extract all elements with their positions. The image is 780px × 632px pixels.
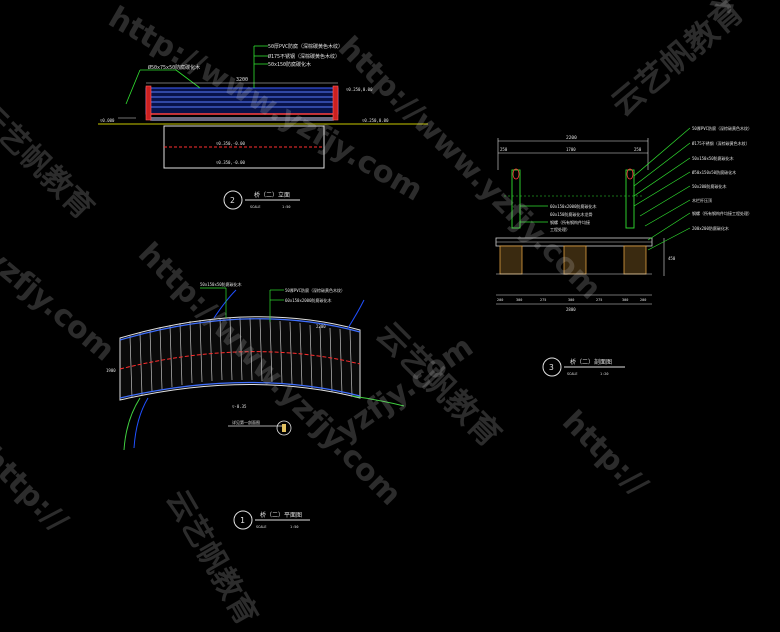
sect-dim-b7: 200 [640,298,646,302]
plan-view [119,287,405,530]
elev-dim-top: 3200 [236,77,248,83]
sect-note-r6: 木栏杆压顶 [692,197,712,203]
sect-note-r4: Ø50x150x50防腐碳化木 [692,169,736,175]
elev-number: 2 [230,196,235,205]
sect-dim-bottom-total: 2800 [566,307,576,312]
sect-number: 3 [549,363,554,372]
sect-note-m3: 钢螺（所有钢构件均接 [550,219,590,225]
sect-note-r1: 50厚PVC防腐（深棕碳黄色木纹） [692,125,752,131]
elev-level-a: ▽0.250,0.00 [362,118,389,123]
sect-title: 桥（二）剖面图 [570,358,612,366]
elev-note-2: Ø175不锈钢（深棕碳黄色木纹） [268,53,340,60]
elev-level-b: ▽0.350,-0.00 [216,141,245,146]
elev-note-4: Ø50x75x50防腐碳化木 [148,64,200,71]
text-layer: 50厚PVC防腐（深棕碳黄色木纹） Ø175不锈钢（深棕碳黄色木纹） 50x15… [100,43,752,529]
elev-title: 桥（二）立面 [254,191,290,199]
section-view [495,127,691,377]
plan-dim-width: 2200 [316,324,326,329]
elev-note-1: 50厚PVC防腐（深棕碳黄色木纹） [268,43,343,50]
plan-number: 1 [240,516,245,525]
sect-scale-left: SCALE [567,372,578,376]
sect-dim-right: 450 [668,256,676,261]
sect-dim-b3: 275 [540,298,546,302]
sect-note-r5: 50x200防腐碳化木 [692,183,726,189]
elevation-view [98,45,428,210]
sect-dim-part-3: 250 [634,147,642,152]
cad-drawing: 50厚PVC防腐（深棕碳黄色木纹） Ø175不锈钢（深棕碳黄色木纹） 50x15… [98,43,752,530]
sect-note-r8: 200x200防腐碳化木 [692,225,729,231]
elev-note-3: 50x150防腐碳化木 [268,61,311,68]
sect-note-m1: 60x150x2000防腐碳化木 [550,203,597,209]
elev-level-c: ▽0.350,-0.00 [216,160,245,165]
plan-title: 桥（二）平面图 [260,511,302,519]
sect-dim-b5: 275 [596,298,602,302]
plan-note-2: 50厚PVC防腐（深棕碳黄色木纹） [285,287,345,293]
elev-scale-right: 1:50 [282,205,290,209]
plan-scale-right: 1:50 [290,525,298,529]
sect-dim-part-1: 250 [500,147,508,152]
sect-dim-total: 2200 [566,135,577,141]
elev-level-right: ▽0.250,0.00 [346,87,373,92]
sect-scale-right: 1:20 [600,372,608,376]
elev-scale-left: SCALE [250,205,261,209]
sect-note-r2: Ø175不锈钢（深棕碳黄色木纹） [692,140,750,146]
plan-detail-label: 详见第一剖面图 [232,419,260,425]
plan-scale-left: SCALE [256,525,267,529]
plan-dim-side: 1900 [106,368,116,373]
plan-note-3: 60x150x2000防腐碳化木 [285,297,332,303]
sect-dim-b6: 300 [622,298,628,302]
sect-note-r7: 钢螺（所有钢构件均接工程处理） [692,210,752,216]
sect-dim-b2: 300 [516,298,522,302]
plan-level: ▽-0.35 [232,404,247,409]
plan-note-1: 50x150x50防腐碳化木 [200,281,242,287]
sect-note-r3: 50x150x50防腐碳化木 [692,155,734,161]
sect-note-m4: 工程处理） [550,226,570,232]
sect-dim-b1: 200 [497,298,503,302]
sect-dim-part-2: 1700 [566,147,576,152]
sect-dim-b4: 300 [568,298,574,302]
sect-note-m2: 60x150防腐碳化木龙骨 [550,211,592,217]
elev-level-left: ▽0.000 [100,118,115,123]
